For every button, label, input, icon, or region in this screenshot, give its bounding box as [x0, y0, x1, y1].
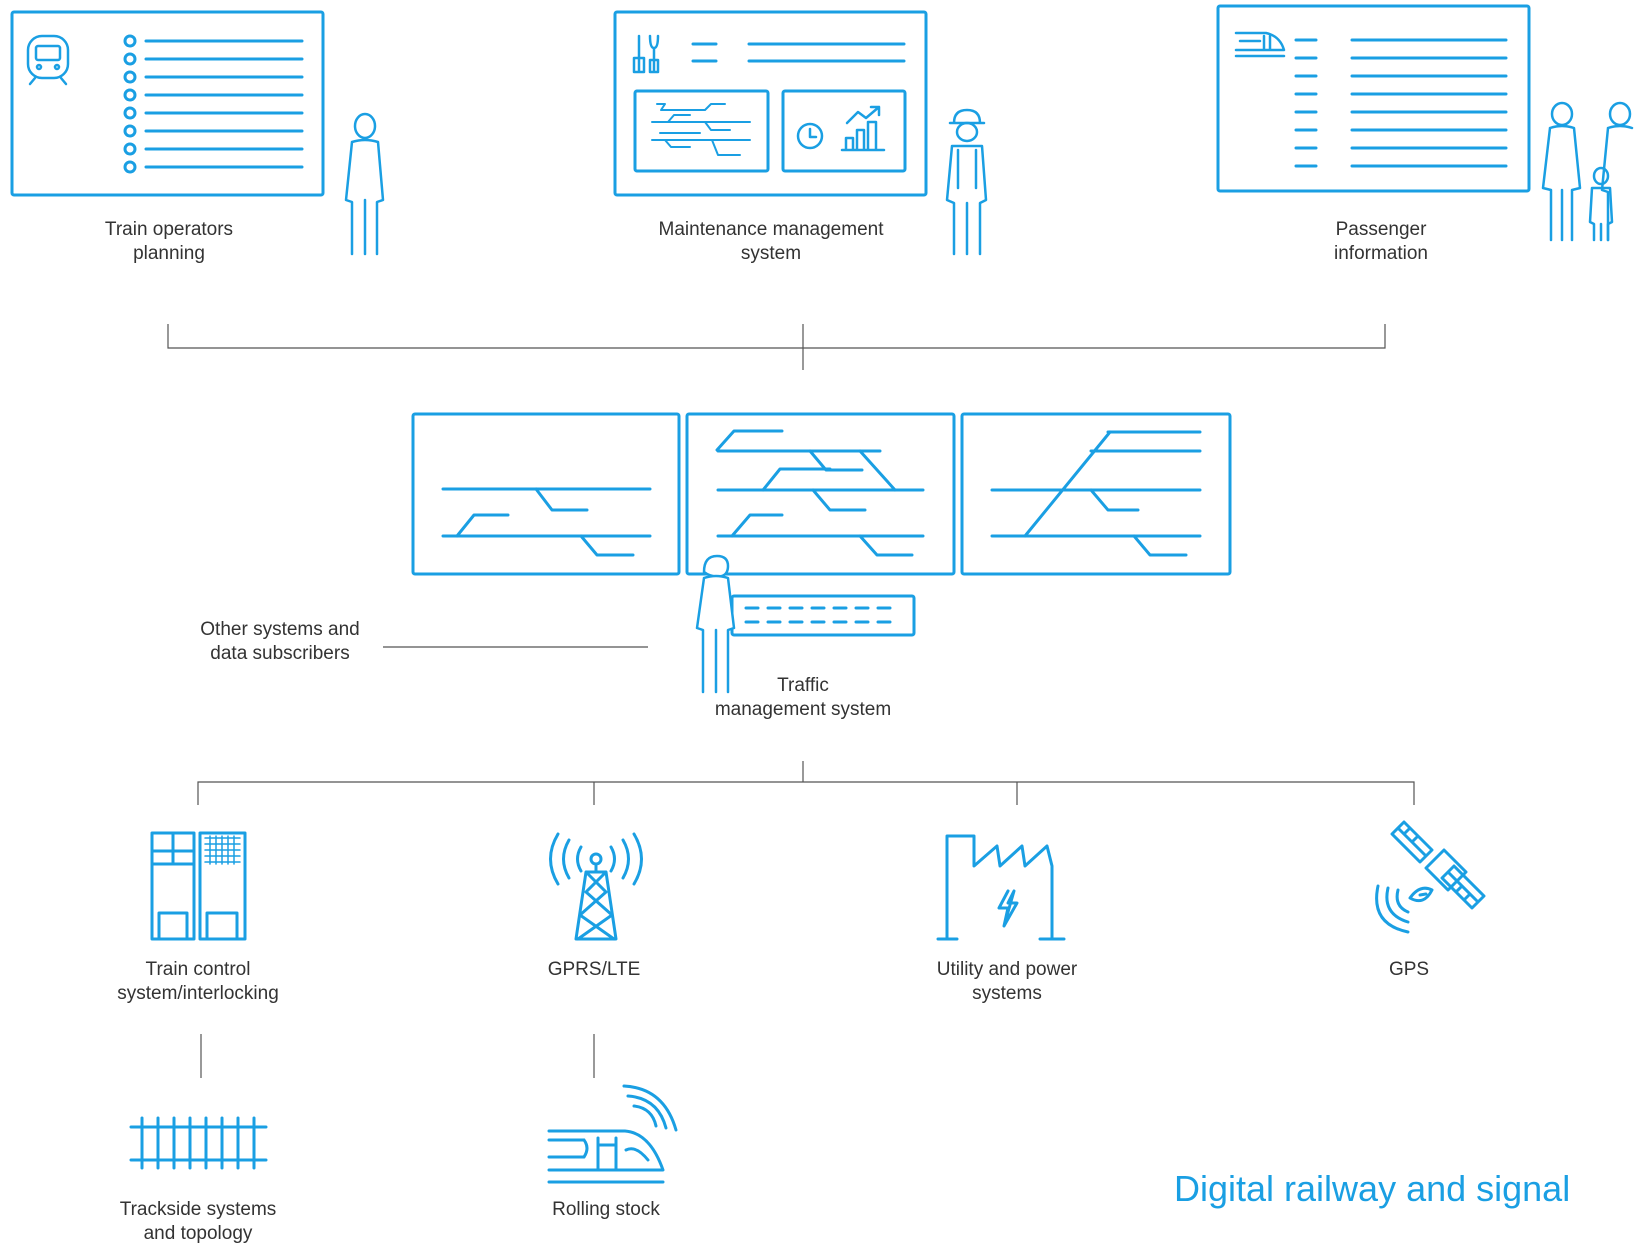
brand-title: Digital railway and signal	[1174, 1168, 1571, 1209]
label-traffic: Traffic management system	[714, 675, 892, 720]
label-passenger-info: Passenger information	[1334, 219, 1428, 264]
label-other-systems: Other systems and data subscribers	[200, 619, 360, 664]
train-signal-icon	[547, 1084, 678, 1184]
train-front-icon	[26, 34, 70, 86]
train-operators-screen	[10, 10, 325, 197]
label-trackside: Trackside systems and topology	[119, 1199, 277, 1244]
operator-keyboard	[730, 594, 916, 637]
person-icon	[344, 112, 385, 256]
label-utility: Utility and power systems	[936, 959, 1078, 1004]
track-map-icon	[651, 103, 751, 156]
label-rolling-stock: Rolling stock	[552, 1199, 660, 1220]
rail-track-icon	[129, 1116, 268, 1170]
radio-tower-icon	[549, 832, 643, 941]
operator-icon	[695, 554, 736, 694]
chart-up-icon	[840, 105, 886, 152]
label-maintenance: Maintenance management system	[658, 219, 884, 264]
family-icon	[1541, 101, 1634, 242]
traffic-screen-left	[411, 412, 681, 576]
factory-icon	[936, 834, 1066, 941]
building-icon	[150, 831, 247, 941]
passenger-info-screen	[1216, 4, 1531, 193]
connector-lines	[167, 324, 1415, 1078]
label-gprs: GPRS/LTE	[547, 959, 641, 980]
train-side-icon	[1234, 31, 1286, 58]
label-gps: GPS	[1388, 959, 1430, 980]
clock-icon	[796, 122, 824, 150]
worker-icon	[945, 108, 988, 256]
label-train-operators: Train operators planning	[104, 219, 234, 264]
tools-icon	[632, 34, 660, 74]
satellite-icon	[1375, 820, 1486, 934]
traffic-screen-center	[685, 412, 956, 576]
traffic-screen-right	[960, 412, 1232, 576]
list-icon	[123, 34, 304, 174]
label-train-control: Train control system/interlocking	[117, 959, 279, 1004]
maintenance-screen	[613, 10, 928, 197]
